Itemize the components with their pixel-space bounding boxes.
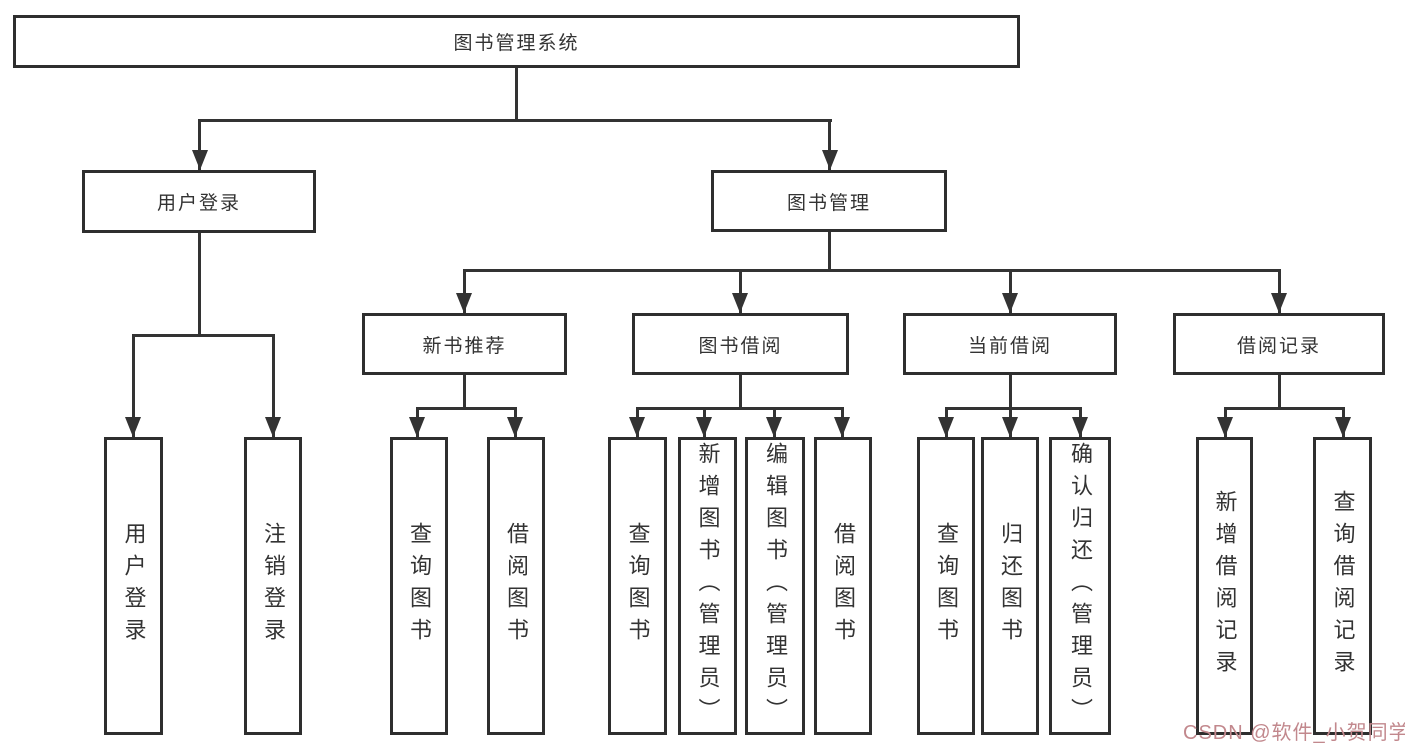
leaf-recommend-borrow-books: 借阅图书	[487, 437, 545, 735]
connector	[132, 334, 275, 337]
leaf-records-query-record: 查询借阅记录	[1313, 437, 1372, 735]
connector	[198, 119, 832, 122]
csdn-watermark: CSDN @软件_小贺同学	[1183, 722, 1405, 744]
connector	[1009, 269, 1012, 313]
arrow-down-icon	[1271, 293, 1287, 313]
connector	[272, 334, 275, 437]
connector	[515, 68, 518, 121]
node-book-management: 图书管理	[711, 170, 947, 232]
connector	[463, 269, 466, 313]
leaf-user-login: 用户登录	[104, 437, 163, 735]
connector	[198, 119, 201, 170]
arrow-down-icon	[732, 293, 748, 313]
arrow-down-icon	[629, 417, 645, 437]
connector	[828, 119, 831, 170]
connector	[1278, 269, 1281, 313]
connector	[463, 269, 1280, 272]
connector	[1009, 375, 1012, 409]
node-book-borrow: 图书借阅	[632, 313, 849, 375]
arrow-down-icon	[192, 150, 208, 170]
leaf-records-add-record: 新增借阅记录	[1196, 437, 1253, 735]
leaf-borrow-add-books-admin: 新增图书（管理员）	[678, 437, 737, 735]
arrow-down-icon	[507, 417, 523, 437]
node-current-borrow: 当前借阅	[903, 313, 1117, 375]
arrow-down-icon	[409, 417, 425, 437]
connector	[828, 232, 831, 272]
connector	[1224, 407, 1344, 410]
leaf-borrow-edit-books-admin: 编辑图书（管理员）	[745, 437, 805, 735]
connector	[132, 334, 135, 437]
connector	[1278, 375, 1281, 409]
leaf-current-confirm-return-admin: 确认归还（管理员）	[1049, 437, 1111, 735]
arrow-down-icon	[1072, 417, 1088, 437]
leaf-logout: 注销登录	[244, 437, 302, 735]
connector	[739, 375, 742, 409]
arrow-down-icon	[1002, 417, 1018, 437]
arrow-down-icon	[456, 293, 472, 313]
arrow-down-icon	[125, 417, 141, 437]
leaf-current-query-books: 查询图书	[917, 437, 975, 735]
leaf-recommend-query-books: 查询图书	[390, 437, 448, 735]
arrow-down-icon	[1217, 417, 1233, 437]
connector	[463, 375, 466, 409]
leaf-borrow-borrow-books: 借阅图书	[814, 437, 872, 735]
node-user-login: 用户登录	[82, 170, 316, 233]
arrow-down-icon	[1002, 293, 1018, 313]
arrow-down-icon	[696, 417, 712, 437]
connector	[636, 407, 843, 410]
arrow-down-icon	[766, 417, 782, 437]
arrow-down-icon	[822, 150, 838, 170]
connector	[198, 233, 201, 336]
arrow-down-icon	[1335, 417, 1351, 437]
arrow-down-icon	[265, 417, 281, 437]
connector	[945, 407, 1081, 410]
leaf-borrow-query-books: 查询图书	[608, 437, 667, 735]
connector	[416, 407, 517, 410]
node-new-book-recommend: 新书推荐	[362, 313, 567, 375]
node-root: 图书管理系统	[13, 15, 1020, 68]
node-borrow-records: 借阅记录	[1173, 313, 1385, 375]
arrow-down-icon	[938, 417, 954, 437]
arrow-down-icon	[834, 417, 850, 437]
leaf-current-return-books: 归还图书	[981, 437, 1039, 735]
connector	[739, 269, 742, 313]
